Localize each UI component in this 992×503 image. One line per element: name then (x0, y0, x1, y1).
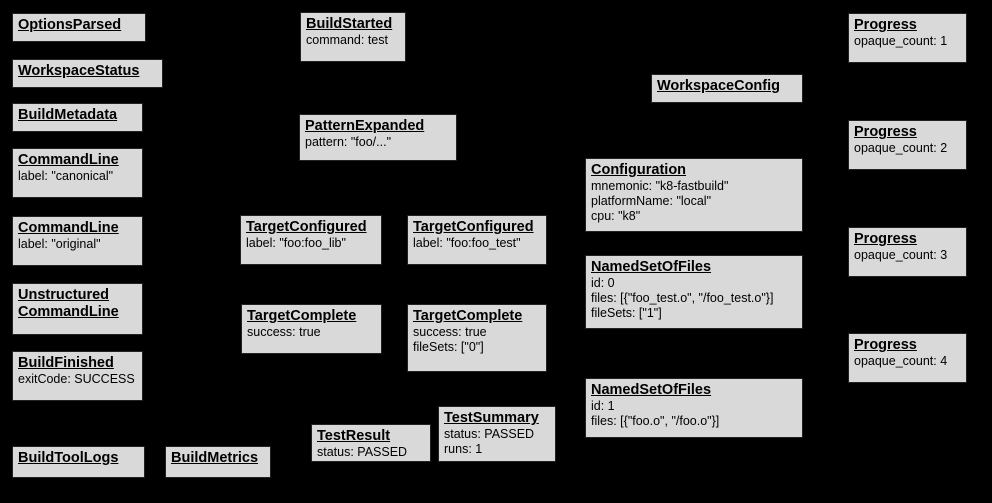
node-field: files: [{"foo.o", "/foo.o"}] (591, 414, 720, 428)
node-field: success: true (413, 325, 487, 339)
node-fields: label: "foo:foo_lib" (246, 236, 376, 251)
node-fields: success: true (247, 325, 376, 340)
node-title: Progress (854, 17, 917, 33)
node-fields: pattern: "foo/..." (305, 135, 451, 150)
node-title: TargetConfigured (246, 219, 367, 235)
node-title: BuildMetrics (171, 450, 259, 466)
node-field: label: "foo:foo_lib" (246, 236, 346, 250)
node-field: label: "canonical" (18, 169, 114, 183)
node-title: BuildFinished (18, 355, 114, 371)
node-title: PatternExpanded (305, 118, 425, 134)
node-fields: command: test (306, 33, 400, 48)
node-build-metadata[interactable]: BuildMetadata (12, 103, 143, 132)
node-field: files: [{"foo_test.o", "/foo_test.o"}] (591, 291, 774, 305)
node-title: TestResult (317, 428, 391, 444)
node-fields: status: PASSED (317, 445, 425, 460)
node-fields: opaque_count: 4 (854, 354, 961, 369)
node-fields: mnemonic: "k8-fastbuild"platformName: "l… (591, 179, 797, 224)
node-title: TargetConfigured (413, 219, 534, 235)
node-title: CommandLine (18, 152, 119, 168)
node-title: Progress (854, 337, 917, 353)
node-field: exitCode: SUCCESS (18, 372, 135, 386)
node-title: BuildStarted (306, 16, 393, 32)
node-title: BuildMetadata (18, 107, 118, 123)
node-field: mnemonic: "k8-fastbuild" (591, 179, 729, 193)
node-title: WorkspaceStatus (18, 63, 140, 79)
node-title: Configuration (591, 162, 687, 178)
node-field: fileSets: ["1"] (591, 306, 662, 320)
node-title: NamedSetOfFiles (591, 259, 712, 275)
node-title: Progress (854, 231, 917, 247)
node-title: TestSummary (444, 410, 539, 426)
node-title: Progress (854, 124, 917, 140)
node-fields: label: "foo:foo_test" (413, 236, 541, 251)
node-fields: exitCode: SUCCESS (18, 372, 137, 387)
node-title: BuildToolLogs (18, 450, 119, 466)
node-field: opaque_count: 4 (854, 354, 948, 368)
node-field: status: PASSED (444, 427, 535, 441)
node-fields: opaque_count: 2 (854, 141, 961, 156)
node-unstructured-command-line[interactable]: Unstructured CommandLine (12, 283, 143, 335)
node-field: fileSets: ["0"] (413, 340, 484, 354)
node-field: command: test (306, 33, 388, 47)
node-field: label: "original" (18, 237, 101, 251)
node-fields: label: "canonical" (18, 169, 137, 184)
node-field: runs: 1 (444, 442, 483, 456)
node-field: cpu: "k8" (591, 209, 641, 223)
node-field: id: 0 (591, 276, 615, 290)
node-title: TargetComplete (413, 308, 523, 324)
node-field: label: "foo:foo_test" (413, 236, 521, 250)
node-fields: opaque_count: 1 (854, 34, 961, 49)
node-title: WorkspaceConfig (657, 78, 781, 94)
node-workspace-config[interactable]: WorkspaceConfig (651, 74, 803, 103)
node-fields: opaque_count: 3 (854, 248, 961, 263)
node-field: success: true (247, 325, 321, 339)
node-field: id: 1 (591, 399, 615, 413)
node-fields: label: "original" (18, 237, 137, 252)
node-field: pattern: "foo/..." (305, 135, 392, 149)
node-title: CommandLine (18, 220, 119, 236)
node-build-tool-logs[interactable]: BuildToolLogs (12, 446, 145, 478)
node-build-metrics[interactable]: BuildMetrics (165, 446, 271, 478)
node-field: status: PASSED (317, 445, 408, 459)
node-options-parsed[interactable]: OptionsParsed (12, 13, 146, 42)
node-field: opaque_count: 1 (854, 34, 948, 48)
node-field: opaque_count: 2 (854, 141, 948, 155)
node-title: OptionsParsed (18, 17, 122, 33)
node-title: NamedSetOfFiles (591, 382, 712, 398)
node-field: platformName: "local" (591, 194, 712, 208)
node-field: opaque_count: 3 (854, 248, 948, 262)
node-title: TargetComplete (247, 308, 357, 324)
node-workspace-status[interactable]: WorkspaceStatus (12, 59, 163, 88)
node-title: Unstructured CommandLine (18, 287, 119, 320)
